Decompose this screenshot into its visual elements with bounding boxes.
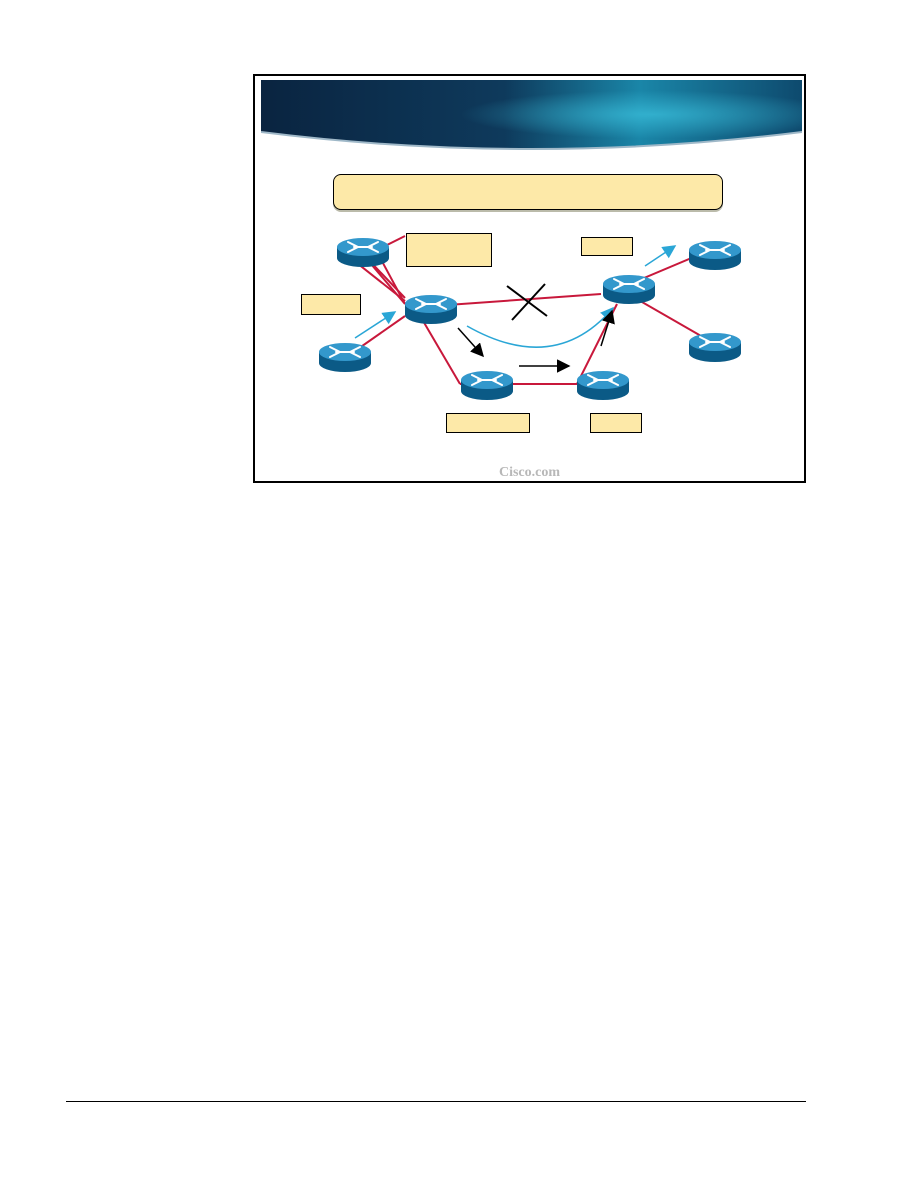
router-icon xyxy=(336,237,390,268)
router-icon xyxy=(602,274,656,305)
router-icon xyxy=(576,370,630,401)
link-group xyxy=(344,253,716,385)
label-bottom-left xyxy=(446,413,530,433)
router-icon xyxy=(688,332,742,363)
flow-arrow-out xyxy=(644,245,677,267)
footer-rule xyxy=(66,1101,806,1102)
link-hub-r3 xyxy=(418,313,461,385)
flow-arrow-in xyxy=(354,311,397,339)
label-top-right xyxy=(581,237,633,256)
failed-link-x-icon xyxy=(506,283,548,321)
title-box xyxy=(333,174,723,210)
path-arrows xyxy=(457,309,615,373)
router-icon xyxy=(460,370,514,401)
path-arrow-1 xyxy=(457,327,484,358)
label-top-left xyxy=(406,233,492,267)
label-bottom-right xyxy=(590,413,642,433)
flow-arrows xyxy=(354,245,677,348)
path-arrow-3 xyxy=(600,309,615,347)
header-banner xyxy=(261,80,802,150)
router-icon xyxy=(688,240,742,271)
cisco-watermark: Cisco.com xyxy=(498,465,561,480)
router-icon xyxy=(404,294,458,325)
slide-frame: Cisco.com xyxy=(253,74,806,483)
router-icon xyxy=(318,342,372,373)
topology-layer xyxy=(318,237,742,401)
label-left xyxy=(301,294,361,315)
flow-arrow-reroute xyxy=(466,306,614,348)
